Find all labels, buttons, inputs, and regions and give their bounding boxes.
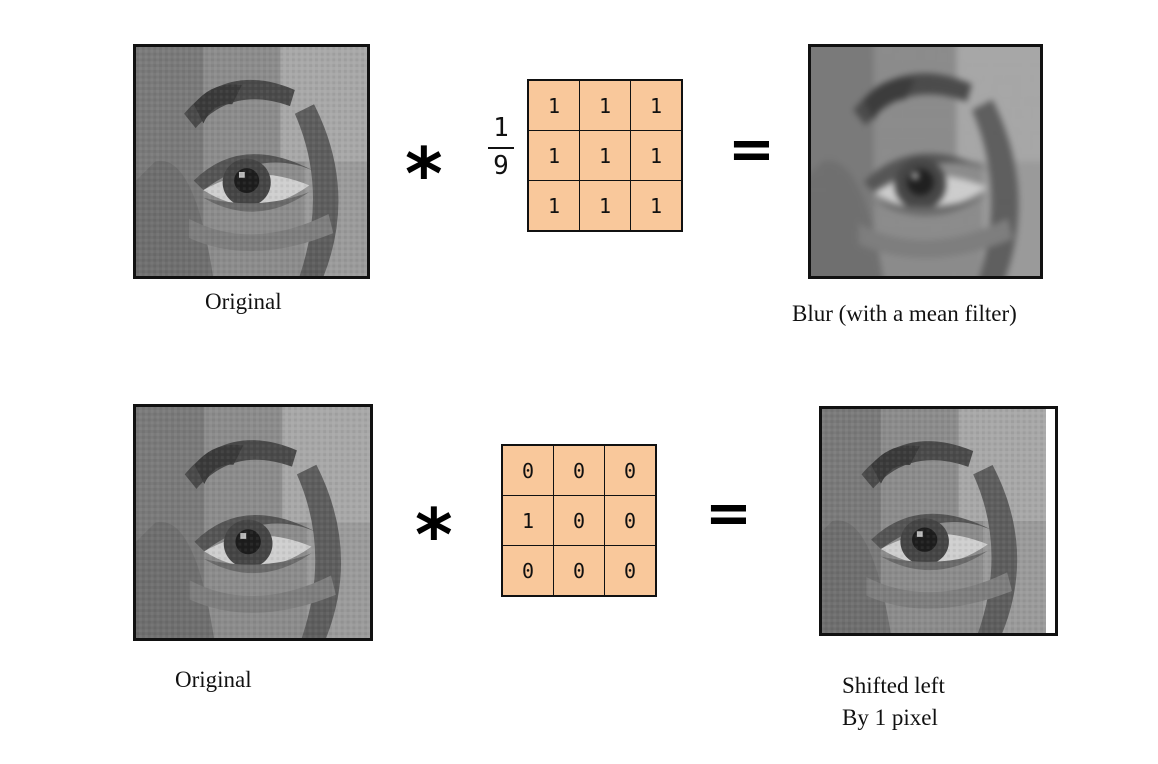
shifted-image: [819, 406, 1058, 636]
kernel-cell: 1: [527, 79, 580, 131]
kernel-cell: 1: [579, 79, 631, 131]
convolve-operator: *: [405, 132, 443, 216]
normalization-fraction: 1 9: [486, 113, 516, 182]
kernel-cell: 0: [604, 444, 657, 496]
shift-caption-line2: By 1 pixel: [842, 705, 938, 730]
kernel-row: 1 1 1: [527, 130, 683, 181]
fraction-bar: [488, 146, 514, 149]
shifted-eye-photo-icon: [822, 409, 1046, 633]
kernel-cell: 1: [630, 180, 683, 232]
eye-photo-icon: [136, 47, 367, 276]
kernel-row: 1 1 1: [527, 79, 683, 131]
kernel-cell: 0: [604, 545, 657, 597]
kernel-cell: 0: [501, 545, 554, 597]
shift-kernel: 0 0 0 1 0 0 0 0 0: [501, 444, 657, 597]
original-caption: Original: [205, 289, 282, 314]
original-image: [133, 44, 370, 279]
kernel-cell: 1: [527, 180, 580, 232]
mean-filter-kernel: 1 1 1 1 1 1 1 1 1: [527, 79, 683, 232]
fraction-numerator: 1: [493, 113, 509, 143]
kernel-cell: 0: [604, 495, 657, 546]
shift-caption-line1: Shifted left: [842, 673, 945, 698]
equals-operator-2: =: [705, 481, 752, 546]
blurred-eye-photo-icon: [811, 47, 1040, 276]
equals-operator: =: [728, 117, 775, 182]
kernel-cell: 1: [501, 495, 554, 546]
original-caption-2: Original: [175, 667, 252, 692]
kernel-cell: 0: [553, 495, 605, 546]
convolve-operator-2: *: [415, 493, 453, 577]
fraction-denominator: 9: [493, 150, 509, 181]
eye-photo-icon: [136, 407, 370, 638]
kernel-cell: 1: [579, 180, 631, 232]
shifted-image-content: [822, 409, 1046, 633]
kernel-cell: 1: [630, 130, 683, 181]
original-image-2: [133, 404, 373, 641]
blur-caption: Blur (with a mean filter): [792, 301, 1017, 326]
kernel-row: 1 0 0: [501, 495, 657, 546]
kernel-cell: 0: [553, 545, 605, 597]
kernel-cell: 1: [630, 79, 683, 131]
blurred-image: [808, 44, 1043, 279]
kernel-cell: 1: [579, 130, 631, 181]
kernel-row: 0 0 0: [501, 545, 657, 597]
kernel-row: 1 1 1: [527, 180, 683, 232]
kernel-cell: 0: [553, 444, 605, 496]
kernel-row: 0 0 0: [501, 444, 657, 496]
kernel-cell: 0: [501, 444, 554, 496]
kernel-cell: 1: [527, 130, 580, 181]
